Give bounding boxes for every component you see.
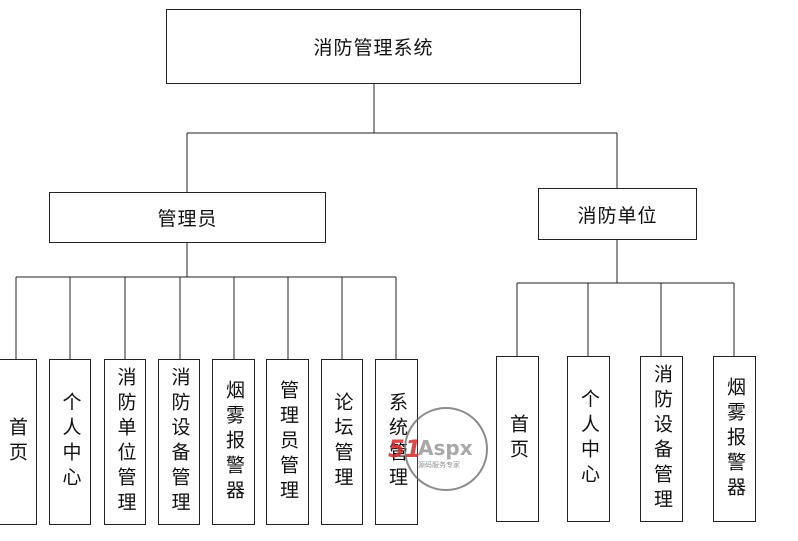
root-node: 消防管理系统 bbox=[166, 9, 581, 84]
root-label: 消防管理系统 bbox=[313, 37, 434, 59]
admin-leaf-system-management: 系统管理 bbox=[375, 359, 418, 525]
svg-text:源码服务专家: 源码服务专家 bbox=[418, 460, 460, 469]
svg-text:51: 51 bbox=[388, 435, 421, 463]
admin-leaf-forum-management: 论坛管理 bbox=[321, 359, 363, 525]
svg-text:Aspx: Aspx bbox=[418, 436, 473, 460]
admin-leaf-label: 个人中心 bbox=[59, 392, 82, 492]
unit-leaf-smoke-alarm: 烟雾报警器 bbox=[713, 356, 756, 522]
admin-leaf-label: 系统管理 bbox=[386, 392, 408, 492]
admin-leaf-label: 管理员管理 bbox=[277, 379, 299, 505]
unit-leaf-label: 首页 bbox=[507, 414, 529, 464]
admin-leaf-smoke-alarm: 烟雾报警器 bbox=[212, 359, 255, 525]
unit-leaf-home: 首页 bbox=[496, 356, 539, 522]
admin-leaf-equipment-management: 消防设备管理 bbox=[158, 359, 200, 525]
admin-node: 管理员 bbox=[49, 192, 326, 243]
admin-leaf-admin-management: 管理员管理 bbox=[266, 359, 309, 525]
admin-leaf-label: 烟雾报警器 bbox=[223, 379, 245, 505]
admin-label: 管理员 bbox=[157, 208, 218, 230]
admin-leaf-home: 首页 bbox=[0, 359, 37, 525]
admin-leaf-profile: 个人中心 bbox=[49, 359, 91, 525]
admin-leaf-label: 消防单位管理 bbox=[114, 367, 137, 517]
admin-leaf-unit-management: 消防单位管理 bbox=[104, 359, 146, 525]
admin-leaf-label: 论坛管理 bbox=[331, 392, 354, 492]
unit-leaf-label: 个人中心 bbox=[578, 389, 600, 489]
unit-leaf-label: 烟雾报警器 bbox=[724, 376, 746, 502]
unit-leaf-equipment-management: 消防设备管理 bbox=[640, 356, 683, 522]
unit-leaf-label: 消防设备管理 bbox=[651, 364, 673, 514]
watermark-logo: 51 Aspx 源码服务专家 bbox=[388, 407, 488, 491]
unit-label: 消防单位 bbox=[577, 204, 658, 227]
unit-node: 消防单位 bbox=[538, 188, 697, 240]
admin-leaf-label: 消防设备管理 bbox=[168, 367, 191, 517]
admin-leaf-label: 首页 bbox=[6, 417, 28, 467]
unit-leaf-profile: 个人中心 bbox=[567, 356, 610, 522]
